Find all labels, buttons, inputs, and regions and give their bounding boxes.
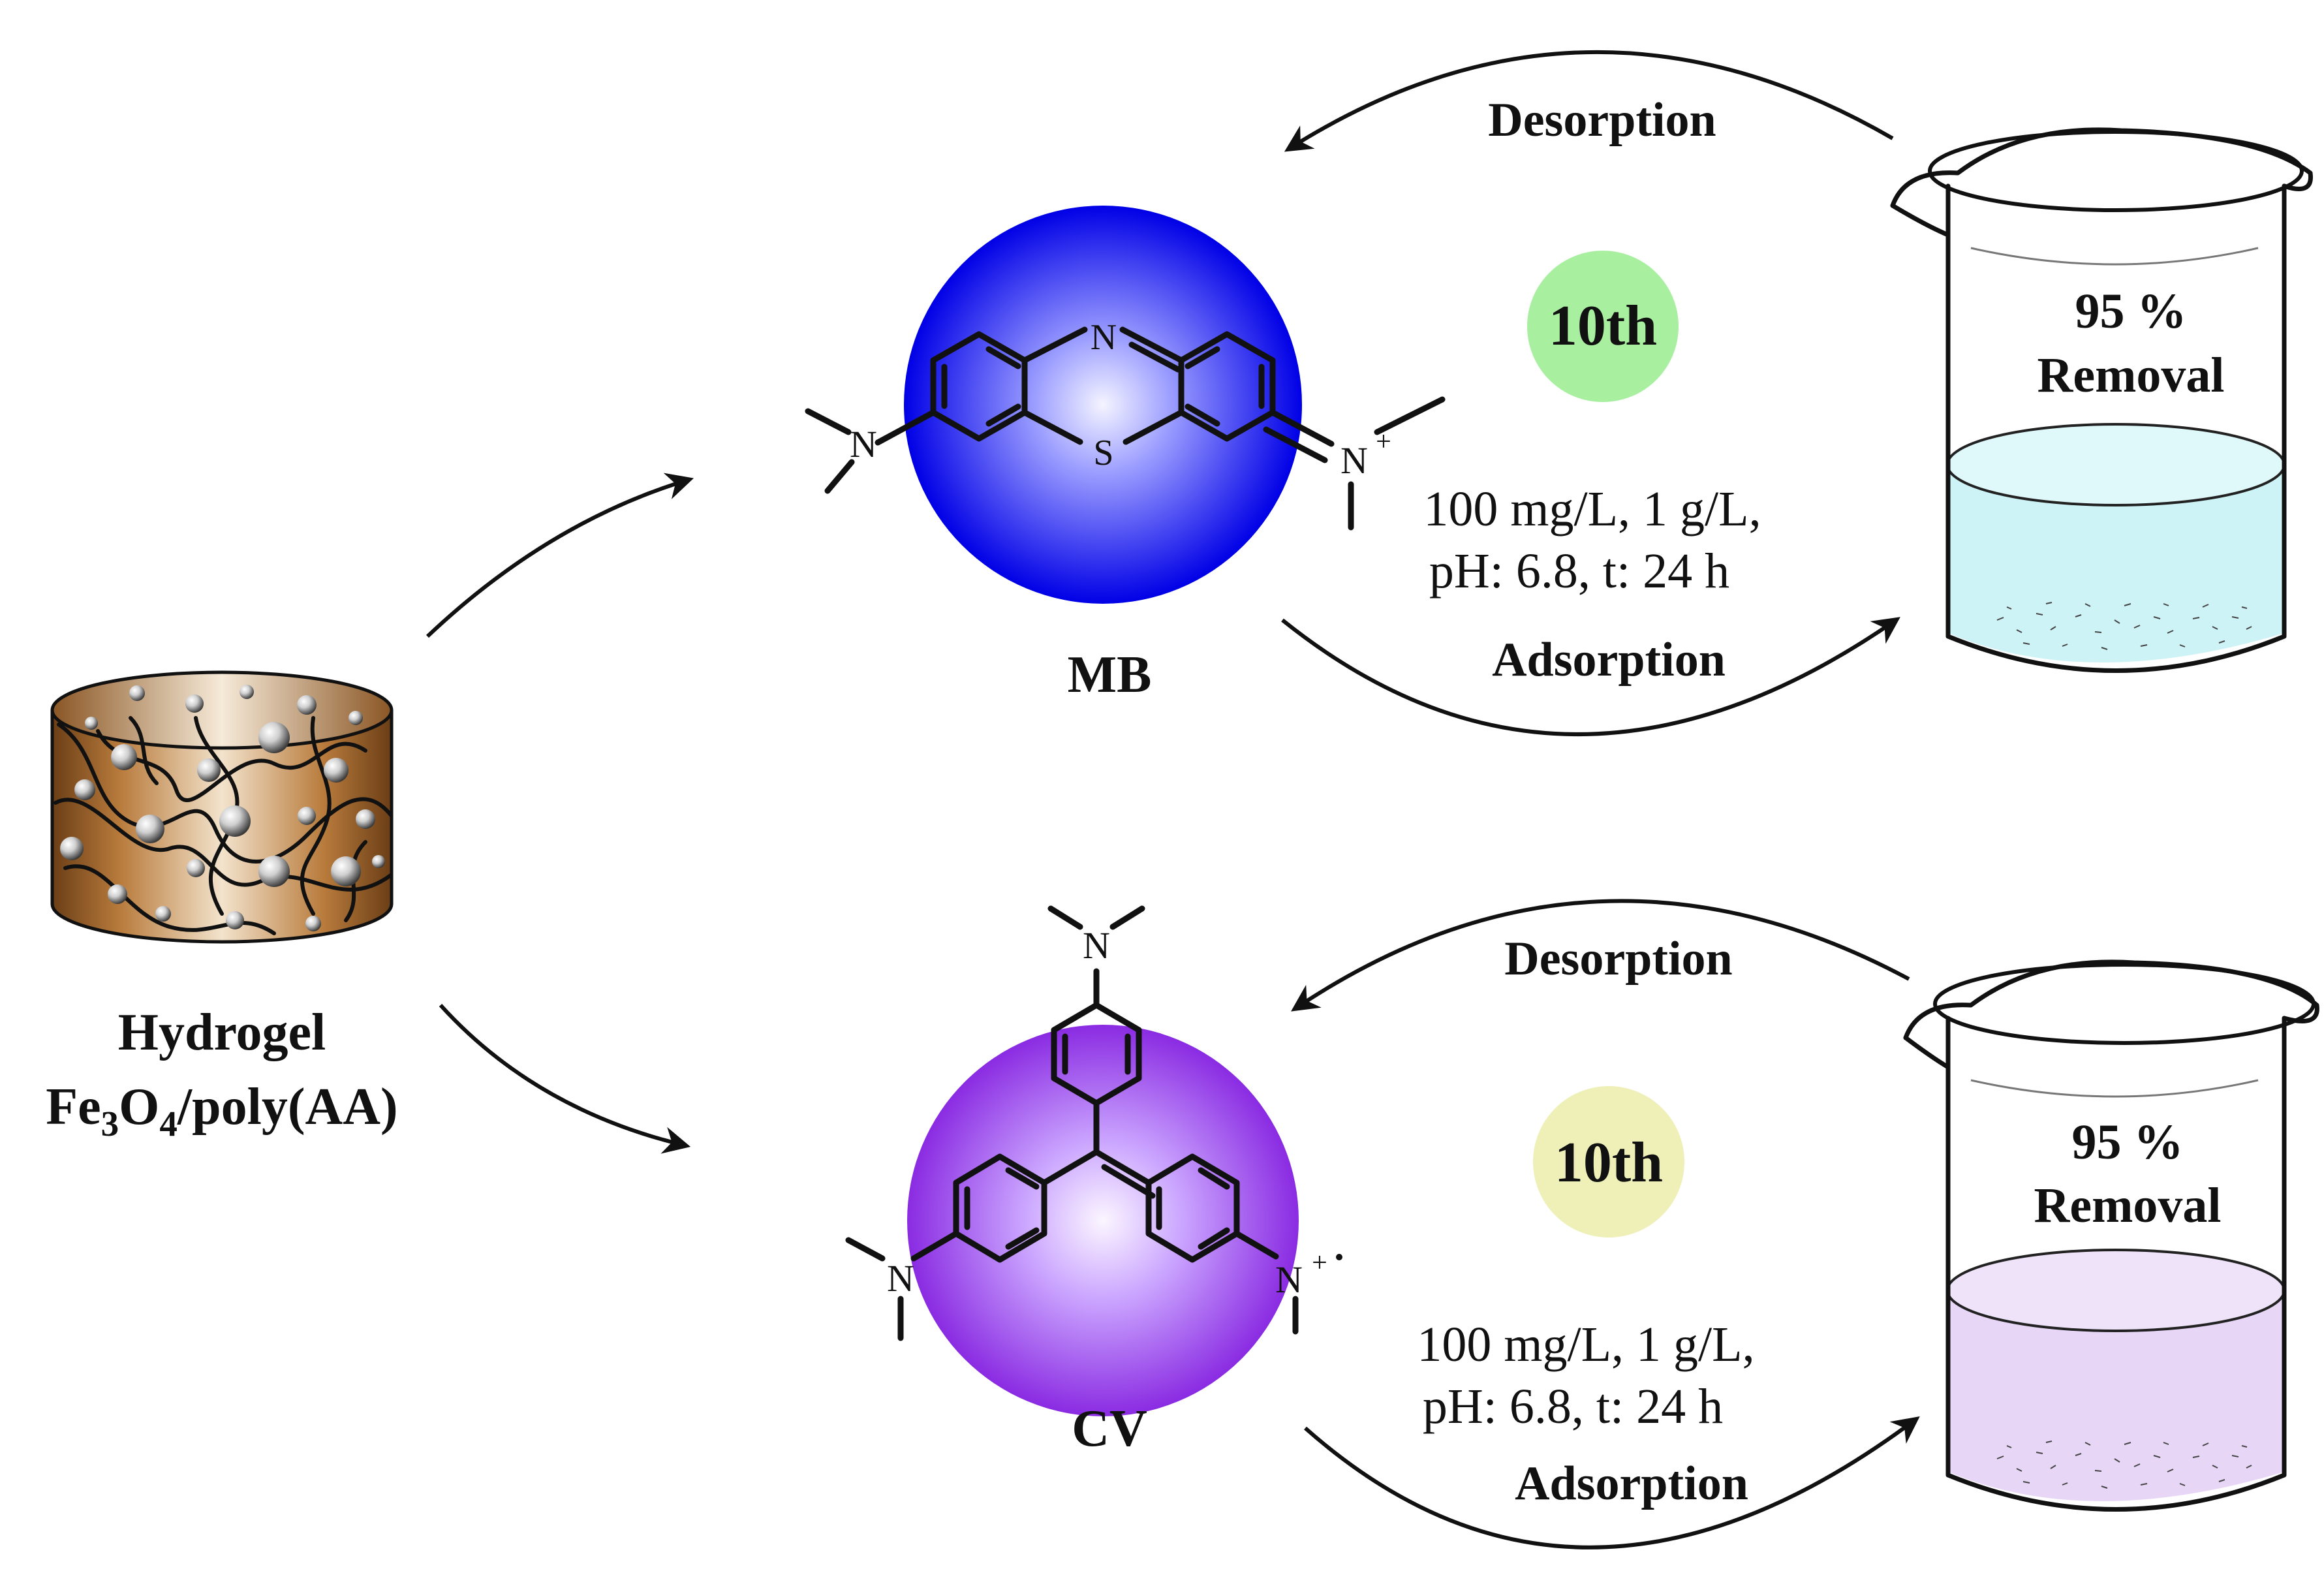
mb-right-nitrogen: N [1340, 439, 1368, 482]
desorption-label-top: Desorption [1488, 93, 1716, 147]
nanoparticles [60, 685, 385, 931]
beaker-liquid-bottom [1948, 1289, 2284, 1501]
mb-ring-nitrogen: N [1091, 317, 1117, 358]
mb-charge: + [1376, 427, 1391, 457]
hydrogel-label: Hydrogel [118, 1004, 326, 1061]
beaker-bottom [1903, 959, 2319, 1512]
cycle-badge-bottom [1533, 1086, 1684, 1238]
hydrogel-cylinder [50, 670, 394, 944]
arrow-to-mb [426, 473, 694, 638]
cycle-bottom: Desorption Adsorption 10th 100 mg/L, 1 g… [1291, 899, 2319, 1550]
sediment-bottom [1996, 1441, 2252, 1489]
adsorption-arrow-bottom [1304, 1416, 1920, 1550]
cv-label: CV [1072, 1400, 1147, 1457]
desorption-label-bottom: Desorption [1504, 932, 1732, 986]
adsorption-label-bottom: Adsorption [1515, 1457, 1748, 1510]
cv-molecule: N N N + [845, 905, 1342, 1416]
desorption-arrow-top [1284, 50, 1894, 152]
conditions-top-line2: pH: 6.8, t: 24 h [1429, 544, 1729, 599]
beaker-liquid-top [1948, 463, 2284, 662]
mb-molecule: N S N N + [805, 206, 1446, 604]
cv-charge: + [1312, 1248, 1327, 1278]
mb-label: MB [1068, 646, 1152, 704]
cycle-badge-top [1527, 251, 1679, 402]
conditions-bottom-line2: pH: 6.8, t: 24 h [1423, 1379, 1723, 1434]
cycle-top: Desorption Adsorption 10th 100 mg/L, 1 g… [1281, 50, 2313, 736]
beaker-top [1890, 127, 2313, 673]
removal-label-bottom: Removal [2034, 1178, 2221, 1233]
cv-top-nitrogen: N [1083, 924, 1110, 967]
removal-label-top: Removal [2037, 348, 2224, 403]
hydrogel-composition-label: Fe3O4/poly(AA) [46, 1078, 397, 1144]
conditions-bottom-line1: 100 mg/L, 1 g/L, [1417, 1317, 1754, 1372]
mb-left-nitrogen: N [850, 423, 877, 465]
cv-right-nitrogen: N [1275, 1258, 1303, 1301]
cv-radical-dot [1336, 1254, 1342, 1260]
mb-sulfur: S [1093, 433, 1113, 473]
conditions-top-line1: 100 mg/L, 1 g/L, [1423, 482, 1761, 537]
cv-left-nitrogen: N [887, 1257, 914, 1300]
adsorption-label-top: Adsorption [1492, 633, 1726, 687]
removal-percent-top: 95 % [2075, 284, 2187, 339]
removal-percent-bottom: 95 % [2072, 1115, 2184, 1170]
arrow-to-cv [439, 1003, 691, 1154]
cv-sphere [907, 1025, 1299, 1416]
polymer-network [54, 716, 392, 935]
cycle-badge-bottom-text: 10th [1555, 1131, 1663, 1194]
sediment-top [1996, 602, 2252, 650]
desorption-arrow-bottom [1291, 899, 1910, 1012]
mb-sphere [904, 206, 1302, 604]
cycle-badge-top-text: 10th [1549, 294, 1657, 358]
adsorption-arrow-top [1281, 617, 1900, 736]
